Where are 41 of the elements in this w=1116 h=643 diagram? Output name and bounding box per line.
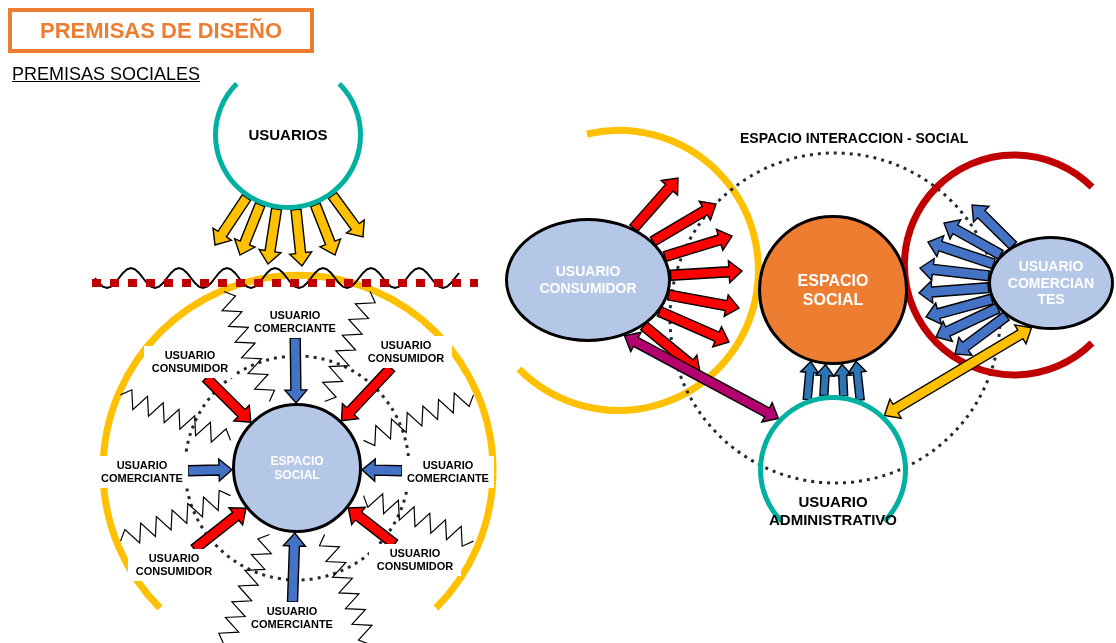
double-arrow (623, 331, 780, 424)
block-arrow (666, 289, 741, 318)
block-arrow (954, 311, 1011, 356)
block-arrow (917, 279, 990, 305)
block-arrow (918, 257, 991, 282)
block-arrow (846, 360, 868, 402)
title-banner: PREMISAS DE DISEÑO (8, 8, 314, 53)
block-arrow (309, 202, 342, 256)
block-arrow (283, 337, 309, 405)
block-arrow (656, 305, 730, 348)
user-label: USUARIO COMERCIANTE (96, 456, 188, 488)
block-arrow (832, 363, 854, 397)
block-arrow (799, 360, 821, 401)
block-arrow (662, 228, 734, 263)
block-arrow (360, 457, 403, 483)
circle-node: ESPACIO SOCIAL (232, 403, 362, 533)
circle-node: ESPACIO SOCIAL (758, 215, 908, 365)
block-arrow (814, 363, 836, 397)
block-arrow (187, 457, 234, 483)
block-arrow (281, 531, 307, 603)
block-arrow (943, 218, 1005, 261)
block-arrow (924, 293, 994, 326)
block-arrow (257, 207, 283, 266)
block-arrow (628, 177, 679, 233)
ellipse-node: USUARIO CONSUMIDOR (505, 218, 671, 342)
ellipse-node: USUARIO COMERCIAN TES (988, 236, 1114, 330)
block-arrow (288, 208, 314, 268)
section-heading: PREMISAS SOCIALES (12, 64, 201, 85)
block-arrow (935, 302, 1001, 343)
block-arrow (926, 234, 996, 270)
user-label: USUARIO COMERCIANTE (402, 456, 494, 488)
user-label: USUARIO CONSUMIDOR (144, 346, 236, 378)
user-label: USUARIO CONSUMIDOR (369, 544, 461, 576)
double-arrow (883, 323, 1033, 420)
block-arrow (971, 204, 1018, 251)
block-arrow (233, 201, 266, 256)
block-arrow (212, 193, 252, 246)
block-arrow (669, 259, 744, 285)
diagram-heading: ESPACIO INTERACCION - SOCIAL (740, 130, 969, 146)
block-arrow (327, 191, 365, 238)
block-arrow (649, 200, 717, 247)
